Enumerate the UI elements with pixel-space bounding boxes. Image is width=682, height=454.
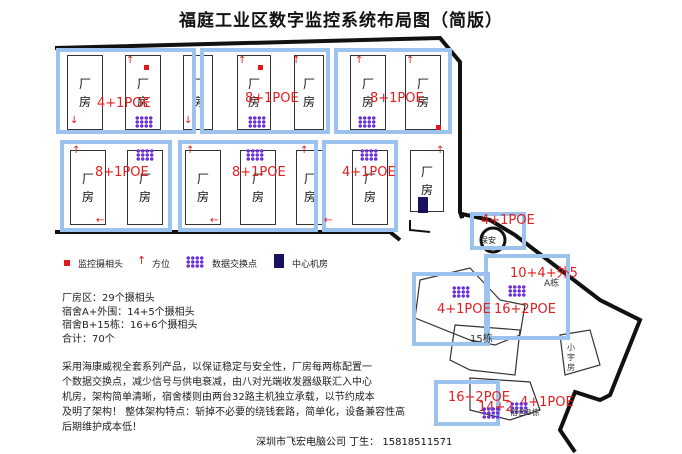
switch-point-icon <box>360 149 378 161</box>
guard-circle <box>479 226 507 254</box>
direction-arrow-icon: ← <box>96 215 105 226</box>
switch-point-icon <box>248 116 266 128</box>
direction-arrow-icon: ↑ <box>406 55 415 66</box>
switch-point-icon <box>358 116 376 128</box>
building-15-label: 15栋 <box>470 334 493 345</box>
xiaoyu-label: 小宇房 <box>567 343 575 372</box>
monitor-zone <box>434 380 500 426</box>
factory-building: 厂房 <box>294 55 324 130</box>
monitor-zone <box>334 48 452 134</box>
zone-count-label: 16+2POE <box>494 302 556 317</box>
xiaoyu-outline <box>559 329 601 376</box>
guard-label: 保安 <box>480 236 496 245</box>
center-legend-icon <box>274 254 284 268</box>
zone-count-label: 10+4+外5 <box>510 266 578 281</box>
monitor-zone <box>470 212 526 250</box>
zone-count-label: 4+1POE <box>437 302 491 317</box>
description-line: 后期维护成本低！ <box>62 422 142 433</box>
factory-building: 厂房 <box>352 150 388 225</box>
camera-legend-icon <box>64 260 70 266</box>
zone-count-label: 4+1POE <box>97 96 151 111</box>
direction-arrow-icon: ↑ <box>126 55 135 66</box>
direction-legend-icon: ↑ <box>137 254 147 267</box>
direction-arrow-icon: ← <box>210 215 219 226</box>
description-line: 采用海康威视全套系列产品，以保证稳定与安全性，厂房每两栋配置一 <box>62 362 372 373</box>
zone-count-label: 8+1POE <box>232 165 286 180</box>
summary-line: 合计：70个 <box>62 333 115 345</box>
factory-building: 厂房 <box>67 55 103 130</box>
monitor-zone <box>60 140 172 232</box>
legend-direction-label: 方位 <box>152 260 171 270</box>
footer-contact: 深圳市飞宏电脑公司 丁生： 15818511571 <box>256 437 453 448</box>
monitor-zone <box>322 140 398 232</box>
switch-point-icon <box>135 116 153 128</box>
boundary-road-line <box>54 35 643 454</box>
direction-arrow-icon: ↓ <box>184 115 193 126</box>
camera-marker <box>436 125 441 130</box>
center-room-icon <box>418 197 428 213</box>
boundary-bottom-line <box>55 230 402 242</box>
factory-building: 厂房 <box>350 55 386 130</box>
switch-point-icon <box>136 149 154 161</box>
page-title: 福庭工业区数字监控系统布局图（简版） <box>179 11 503 31</box>
zone-count-label: 8+1POE <box>95 165 149 180</box>
description-line: 及明了架构！ 整体架构特点：斩掉不必要的绕钱套路，简单化，设备兼容性高 <box>62 407 406 418</box>
legend-camera-label: 监控摄相头 <box>78 260 124 270</box>
building-15-outline <box>449 324 521 376</box>
dorm-b-label: 宿舍B栋 <box>510 408 540 417</box>
monitor-zone <box>178 140 318 232</box>
description-paragraph: 采用海康威视全套系列产品，以保证稳定与安全性，厂房每两栋配置一 个数据交换点，减… <box>62 360 432 435</box>
zone-count-label: 4+1POE <box>520 395 574 410</box>
direction-arrow-icon: ↑ <box>238 55 247 66</box>
dorm-b-outline <box>469 377 541 421</box>
switch-legend-icon <box>186 256 204 268</box>
switch-point-icon <box>510 402 528 414</box>
switch-point-icon <box>246 149 264 161</box>
direction-arrow-icon: ↑ <box>292 55 301 66</box>
monitor-zone <box>200 48 330 134</box>
zone-count-label: 16+2POE <box>448 390 510 405</box>
legend-center-label: 中心机房 <box>292 260 329 270</box>
zone-count-label: 8+1POE <box>245 91 299 106</box>
direction-arrow-icon: ↑ <box>436 145 445 156</box>
switch-point-icon <box>452 286 470 298</box>
monitor-zone <box>56 48 196 134</box>
description-line: 个数据交换点，减少信号与供电衰减，由八对光端收发器级联汇入中心 <box>62 377 372 388</box>
zone-count-label: 8+1POE <box>370 91 424 106</box>
legend-switch-label: 数据交换点 <box>212 260 258 270</box>
summary-line: 宿舍A+外围：14+5个摄相头 <box>62 306 195 318</box>
direction-arrow-icon: ↑ <box>355 55 364 66</box>
camera-marker <box>144 65 149 70</box>
boundary-inner-line <box>409 220 431 233</box>
description-line: 机房，架构简单清晰，宿舍楼则由两台32路主机独立承载，以节约成本 <box>62 392 375 403</box>
monitor-zone <box>412 272 490 346</box>
summary-line: 厂房区：29个摄相头 <box>62 293 155 304</box>
factory-building: 厂房 <box>405 55 441 130</box>
switch-point-icon <box>482 407 500 419</box>
factory-building: 厂房 <box>70 150 106 225</box>
camera-marker <box>258 65 263 70</box>
factory-building: 厂房 <box>240 150 276 225</box>
direction-arrow-icon: ↑ <box>300 145 309 156</box>
direction-arrow-icon: ↑ <box>186 145 195 156</box>
direction-arrow-icon: ↓ <box>70 115 79 126</box>
direction-arrow-icon: ← <box>324 215 333 226</box>
factory-building: 厂房 <box>185 150 221 225</box>
switch-point-icon <box>508 285 526 297</box>
zone-count-label: 4+1POE <box>342 165 396 180</box>
dorm-a-label: A栋 <box>544 279 560 289</box>
direction-arrow-icon: ↑ <box>72 145 81 156</box>
summary-line: 宿舍B+15栋：16+6个摄相头 <box>62 320 198 331</box>
summary-notes: 厂房区：29个摄相头 宿舍A+外围：14+5个摄相头 宿舍B+15栋：16+6个… <box>62 292 197 346</box>
zone-count-label: 4+1POE <box>481 213 535 228</box>
